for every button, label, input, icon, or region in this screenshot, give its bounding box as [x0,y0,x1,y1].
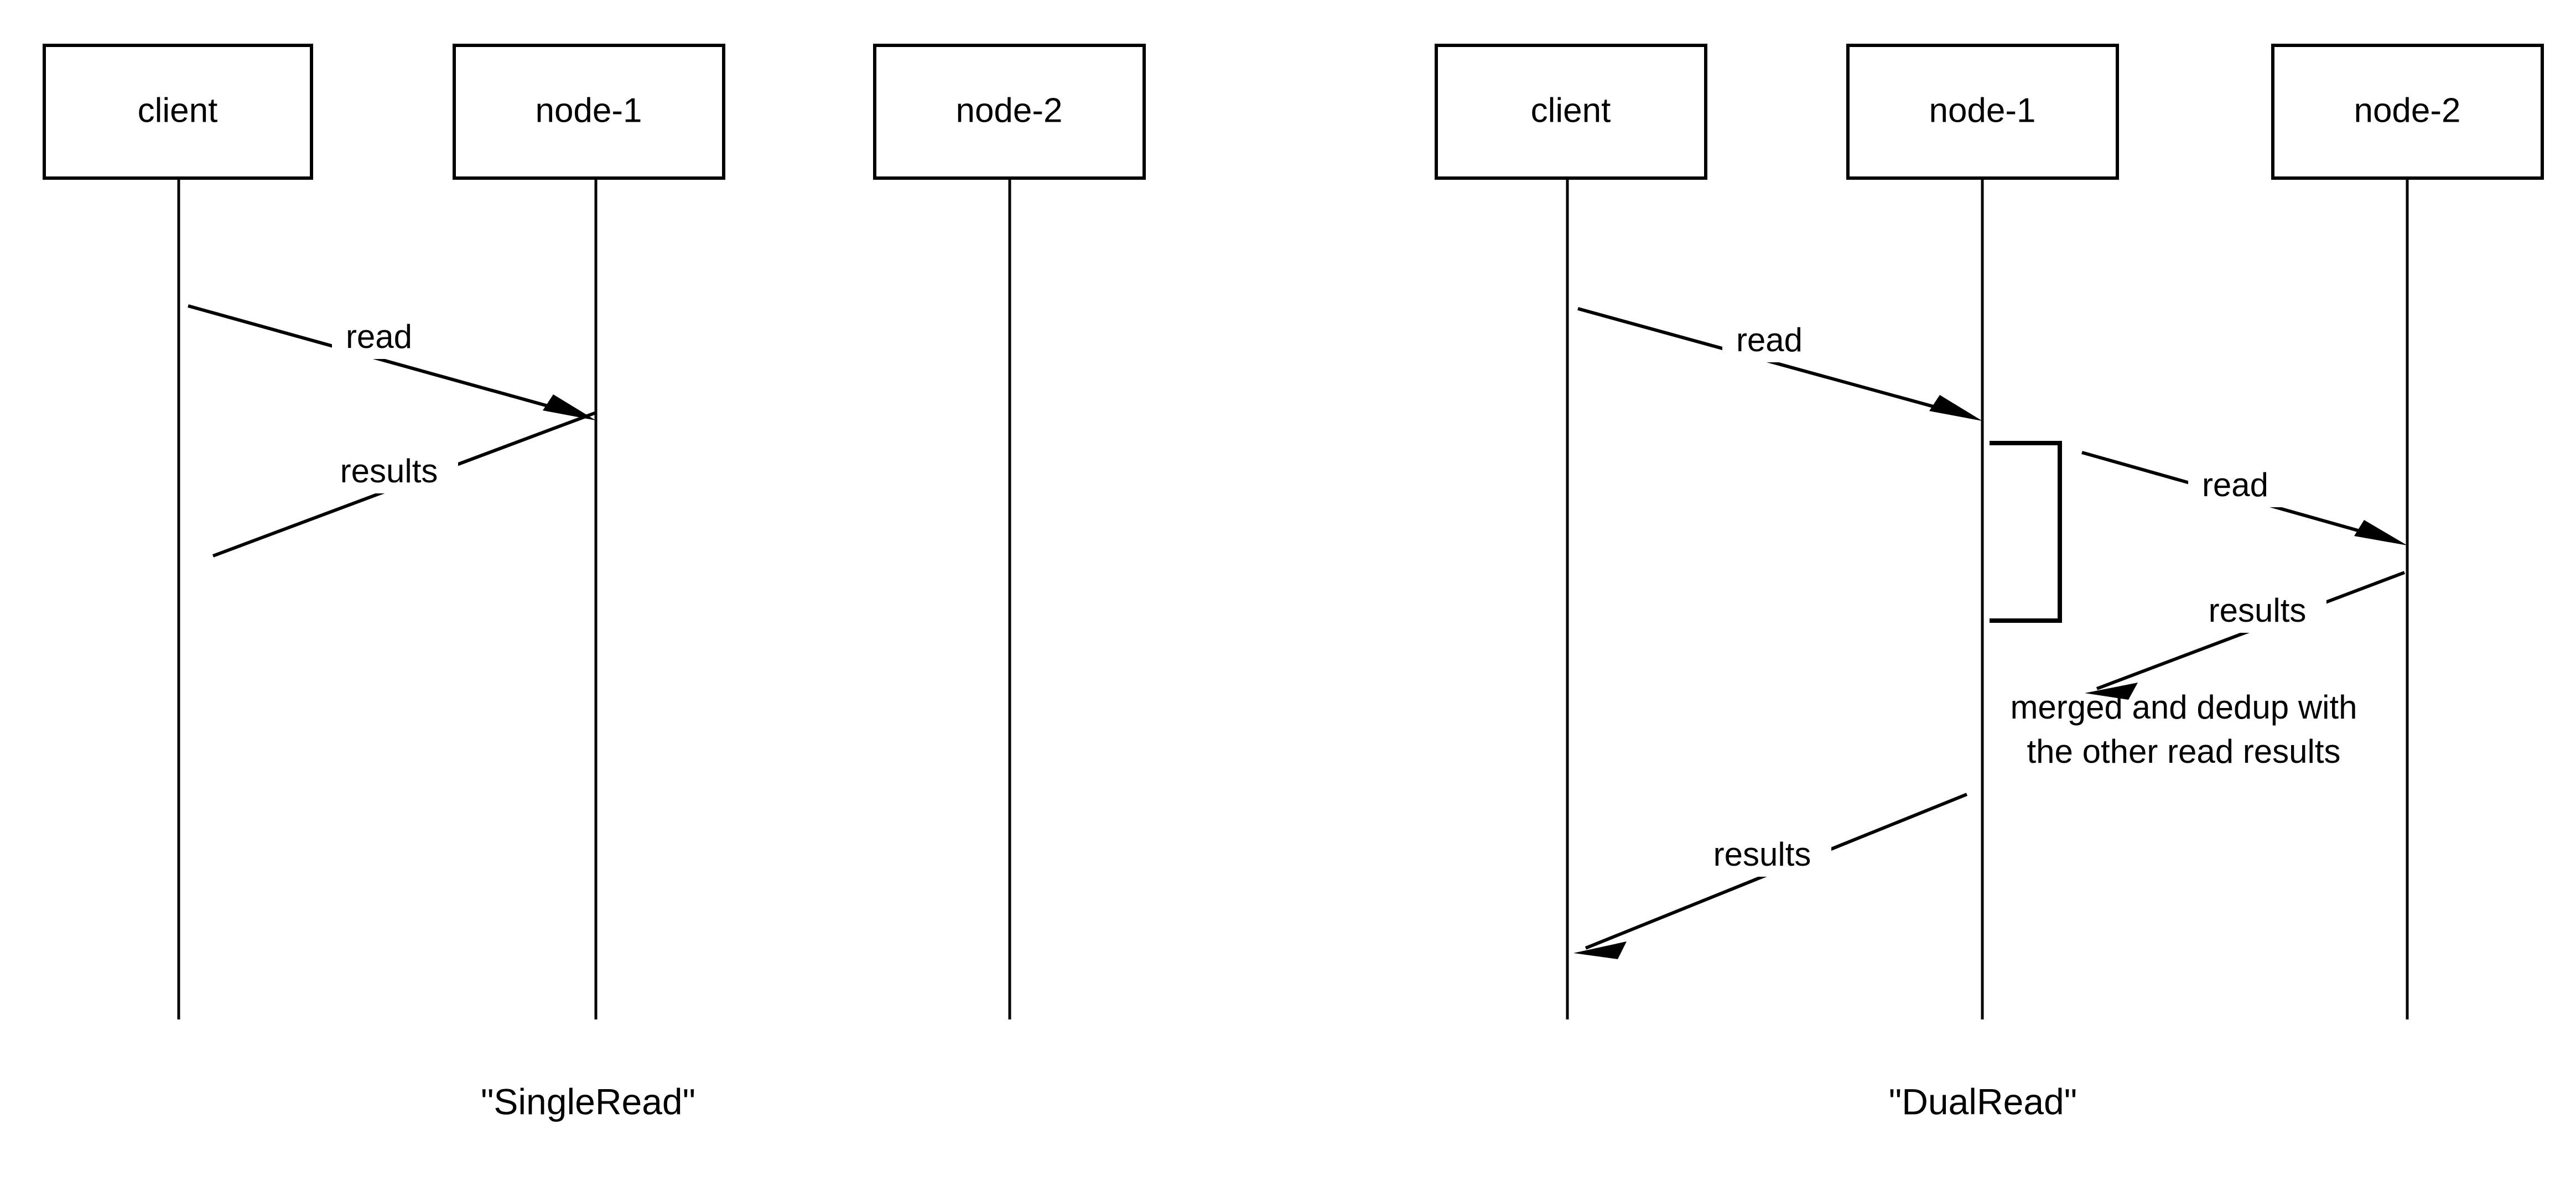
message-line [1577,307,1970,418]
message-label-backdrop [2188,467,2282,507]
message-label-backdrop [2188,593,2326,633]
note-merged-dedup: merged and dedup with the other read res… [2010,689,2357,770]
participant-client[interactable]: client [1435,44,1707,1019]
arrow-head-right [543,394,596,420]
activation-bracket-node-1 [1990,441,2062,623]
message-read-client-node-1[interactable]: read [1577,307,1982,421]
participant-label-client: client [138,91,218,129]
message-label-read: read [1736,321,1803,358]
panel-dual-read: client node-1 node-2 re [1435,44,2544,1122]
participant-node-2[interactable]: node-2 [873,44,1146,1019]
participant-box-node-1[interactable] [453,44,725,180]
participant-box-node-2[interactable] [873,44,1146,180]
message-label-backdrop [320,454,458,493]
participant-label-node-1: node-1 [535,91,642,129]
message-results-node-1-client[interactable]: results [1573,793,1968,959]
panel-caption-single-read: "SingleRead" [481,1081,695,1122]
note-line-1: merged and dedup with [2010,689,2357,726]
message-label-read: read [346,318,412,355]
panel-single-read: client node-1 node-2 read [43,44,1146,1122]
message-label-read: read [2202,466,2268,503]
participant-label-node-2: node-2 [2354,91,2460,129]
participant-node-1[interactable]: node-1 [453,44,725,1019]
message-read-node-1-node-2[interactable]: read [2081,451,2407,545]
participant-node-1[interactable]: node-1 [1846,44,2119,1019]
message-label-results: results [2209,592,2307,629]
message-read-client-node-1[interactable]: read [188,304,596,420]
note-line-2: the other read results [2027,733,2341,770]
message-label-results: results [340,452,438,490]
participant-node-2[interactable]: node-2 [2271,44,2544,1019]
arrow-head-left [1573,941,1627,959]
message-label-backdrop [1693,837,1831,877]
participant-client[interactable]: client [43,44,313,1019]
message-label-results: results [1713,836,1811,873]
participant-box-node-2[interactable] [2271,44,2544,180]
message-results-node-1-client[interactable]: results [212,411,597,558]
participant-label-client: client [1531,91,1611,129]
participant-box-client[interactable] [43,44,313,180]
message-label-backdrop [332,319,426,359]
arrow-head-right [2354,520,2407,545]
message-results-node-2-node-1[interactable]: results [2085,571,2406,700]
panel-caption-dual-read: "DualRead" [1889,1081,2077,1122]
arrow-head-left [2085,683,2138,700]
participant-box-client[interactable] [1435,44,1707,180]
message-label-backdrop [1722,322,1816,362]
arrow-head-right [1929,395,1982,421]
participant-label-node-2: node-2 [955,91,1062,129]
participant-label-node-1: node-1 [1929,91,2035,129]
message-line [188,304,584,418]
participant-box-node-1[interactable] [1846,44,2119,180]
